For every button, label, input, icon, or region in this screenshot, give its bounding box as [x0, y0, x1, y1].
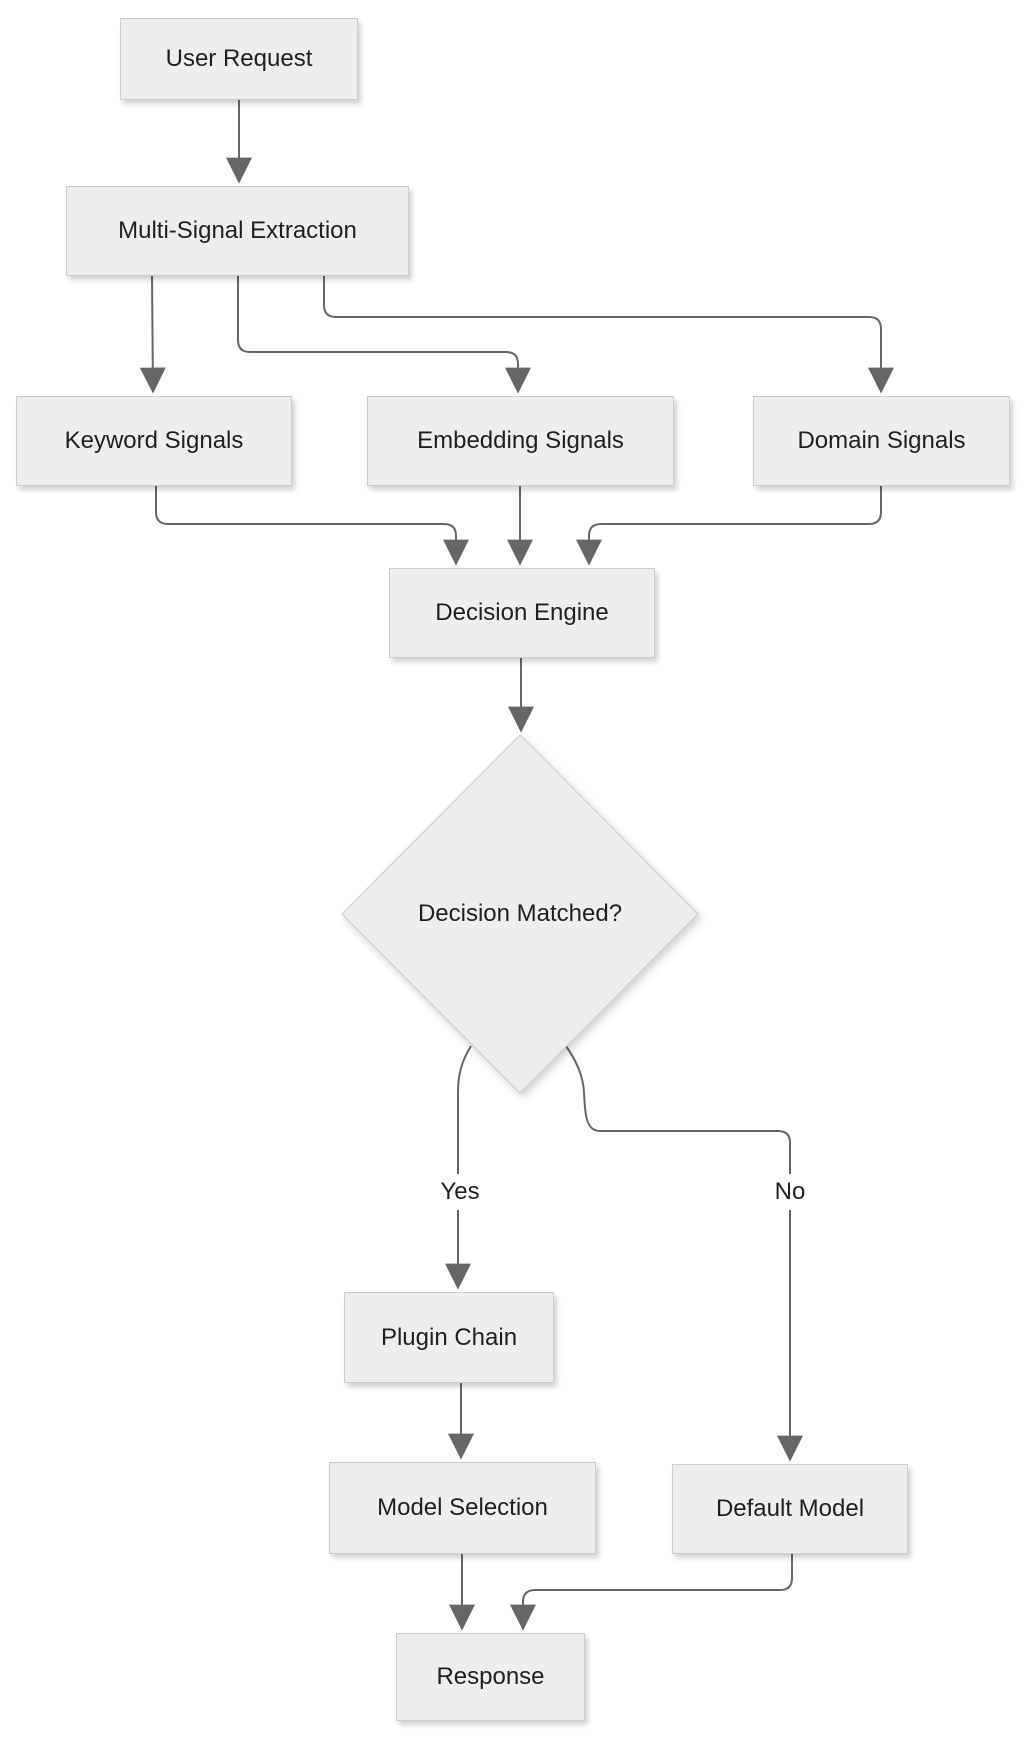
node-plugin-chain-label: Plugin Chain — [380, 1323, 518, 1351]
edge-domain-signals-to-decision-engine — [576, 486, 882, 566]
node-multi-signal-extraction-label: Multi-Signal Extraction — [118, 217, 357, 244]
edge-label-no: No — [764, 1174, 816, 1210]
edge-decision-matched-yes-to-plugin-chain — [445, 1045, 472, 1290]
edge-multi-signal-extraction-to-domain-signals — [323, 276, 894, 394]
node-response: Response — [396, 1633, 585, 1721]
node-keyword-signals-label: Keyword Signals — [64, 427, 244, 454]
edge-label-yes: Yes — [430, 1174, 490, 1210]
node-domain-signals: Domain Signals — [753, 396, 1010, 486]
node-decision-matched-label: Decision Matched? — [417, 900, 623, 927]
node-keyword-signals: Keyword Signals — [16, 396, 292, 486]
node-embedding-signals: Embedding Signals — [367, 396, 674, 486]
node-default-model: Default Model — [672, 1464, 908, 1554]
node-embedding-signals-label: Embedding Signals — [417, 427, 624, 454]
node-multi-signal-extraction: Multi-Signal Extraction — [66, 186, 409, 276]
edge-multi-signal-extraction-to-keyword-signals — [139, 275, 166, 394]
node-model-selection: Model Selection — [329, 1462, 596, 1554]
node-decision-engine: Decision Engine — [389, 568, 655, 658]
node-plugin-chain: Plugin Chain — [344, 1292, 554, 1383]
node-domain-signals-label: Domain Signals — [797, 427, 966, 454]
node-decision-engine-label: Decision Engine — [435, 599, 609, 626]
node-model-selection-label: Model Selection — [377, 1494, 548, 1521]
node-user-request-label: User Request — [165, 45, 313, 72]
edge-decision-matched-no-to-default-model — [565, 1045, 803, 1462]
edge-multi-signal-extraction-to-embedding-signals — [237, 276, 531, 394]
node-decision-matched: Decision Matched? — [342, 735, 698, 1093]
node-response-label: Response — [436, 1663, 545, 1690]
edge-default-model-to-response — [510, 1554, 793, 1631]
node-user-request: User Request — [120, 18, 358, 100]
node-default-model-label: Default Model — [715, 1495, 865, 1522]
edge-keyword-signals-to-decision-engine — [155, 486, 469, 566]
